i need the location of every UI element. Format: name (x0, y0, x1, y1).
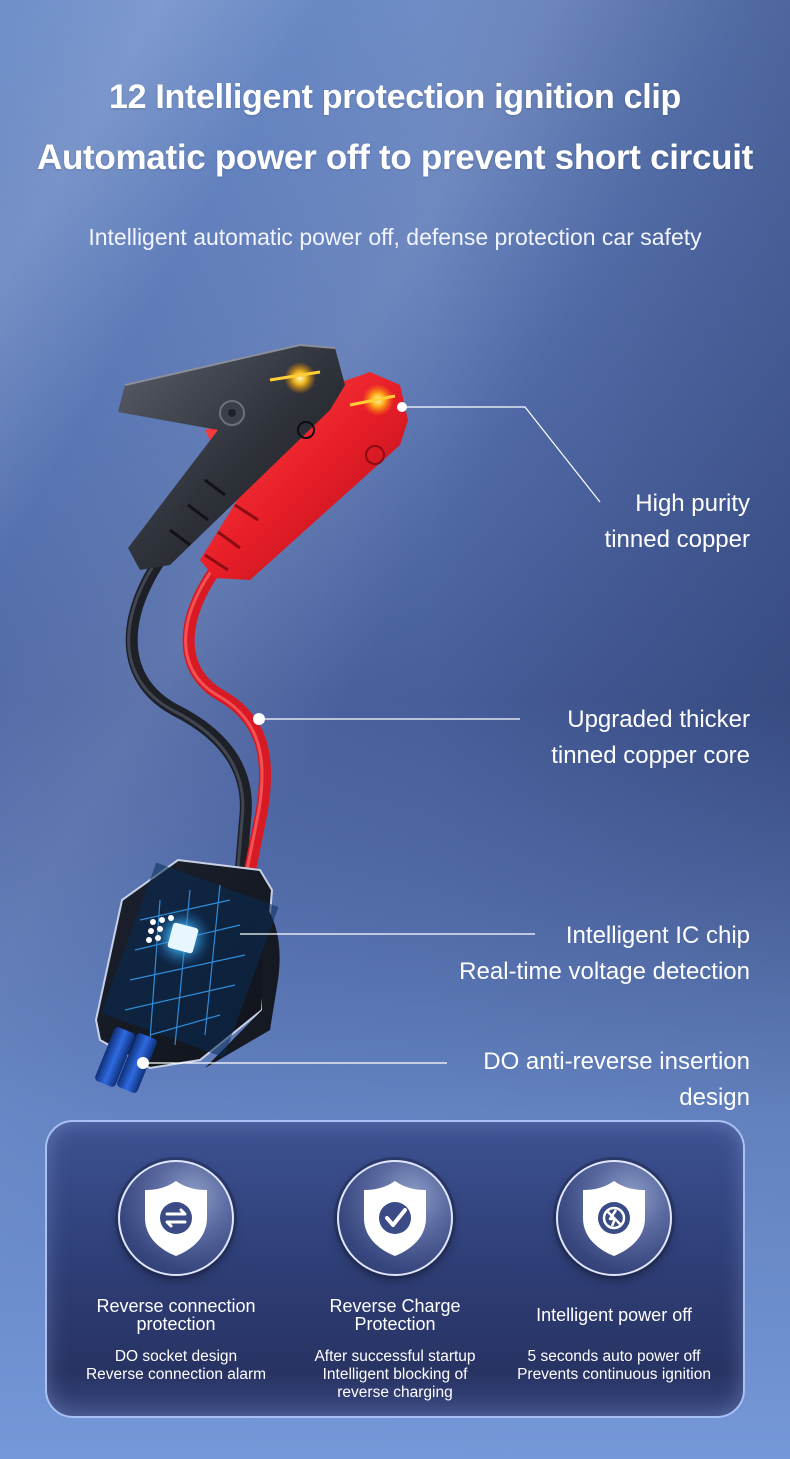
callout-tinned-copper: High purity tinned copper (605, 486, 750, 558)
callout-line1: DO anti-reverse insertion (483, 1048, 750, 1075)
callout-line2: design (679, 1084, 750, 1111)
feature-title-line1: Intelligent power off (536, 1305, 692, 1325)
feature-title-line1: Reverse Charge (329, 1296, 461, 1316)
callout-copper-core: Upgraded thicker tinned copper core (551, 702, 750, 774)
callout-line2: tinned copper core (551, 742, 750, 769)
callout-line2: Real-time voltage detection (459, 958, 750, 985)
feature-description: After successful startup Intelligent blo… (280, 1348, 510, 1402)
feature-desc-line2: Reverse connection alarm (85, 1366, 267, 1383)
feature-desc-line3: reverse charging (337, 1384, 453, 1401)
callout-anti-reverse: DO anti-reverse insertion design (483, 1044, 750, 1116)
feature-title: Reverse connection protection (61, 1296, 291, 1334)
callout-line2: tinned copper (604, 526, 750, 553)
feature-reverse-connection: Reverse connection protection DO socket … (61, 1160, 291, 1384)
feature-title: Intelligent power off (499, 1296, 729, 1334)
feature-title-line2: protection (136, 1314, 216, 1334)
feature-desc-line1: 5 seconds auto power off (527, 1348, 701, 1365)
feature-desc-line1: DO socket design (114, 1348, 238, 1365)
feature-reverse-charge: Reverse Charge Protection After successf… (280, 1160, 510, 1402)
callout-line1: High purity (635, 490, 750, 517)
page-title-line2: Automatic power off to prevent short cir… (36, 138, 754, 177)
feature-desc-line2: Intelligent blocking of (322, 1366, 468, 1383)
page-subtitle: Intelligent automatic power off, defense… (88, 224, 702, 250)
shield-check-icon (364, 1181, 426, 1256)
feature-title-line1: Reverse connection (96, 1296, 256, 1316)
feature-title-line2: Protection (354, 1314, 436, 1334)
badge (556, 1160, 672, 1276)
feature-intelligent-power-off: Intelligent power off 5 seconds auto pow… (499, 1160, 729, 1384)
callout-line1: Intelligent IC chip (565, 922, 750, 949)
feature-desc-line2: Prevents continuous ignition (517, 1366, 711, 1383)
feature-description: 5 seconds auto power off Prevents contin… (499, 1348, 729, 1384)
feature-desc-line1: After successful startup (314, 1348, 476, 1365)
badge (118, 1160, 234, 1276)
features-panel: Reverse connection protection DO socket … (45, 1120, 745, 1418)
shield-no-lightning-icon (583, 1181, 645, 1256)
page-title-line1: 12 Intelligent protection ignition clip (109, 78, 681, 116)
feature-description: DO socket design Reverse connection alar… (61, 1348, 291, 1384)
callout-line1: Upgraded thicker (567, 706, 750, 733)
shield-swap-arrows-icon (145, 1181, 207, 1256)
feature-title: Reverse Charge Protection (280, 1296, 510, 1334)
callout-ic-chip: Intelligent IC chip Real-time voltage de… (459, 918, 750, 990)
badge (337, 1160, 453, 1276)
